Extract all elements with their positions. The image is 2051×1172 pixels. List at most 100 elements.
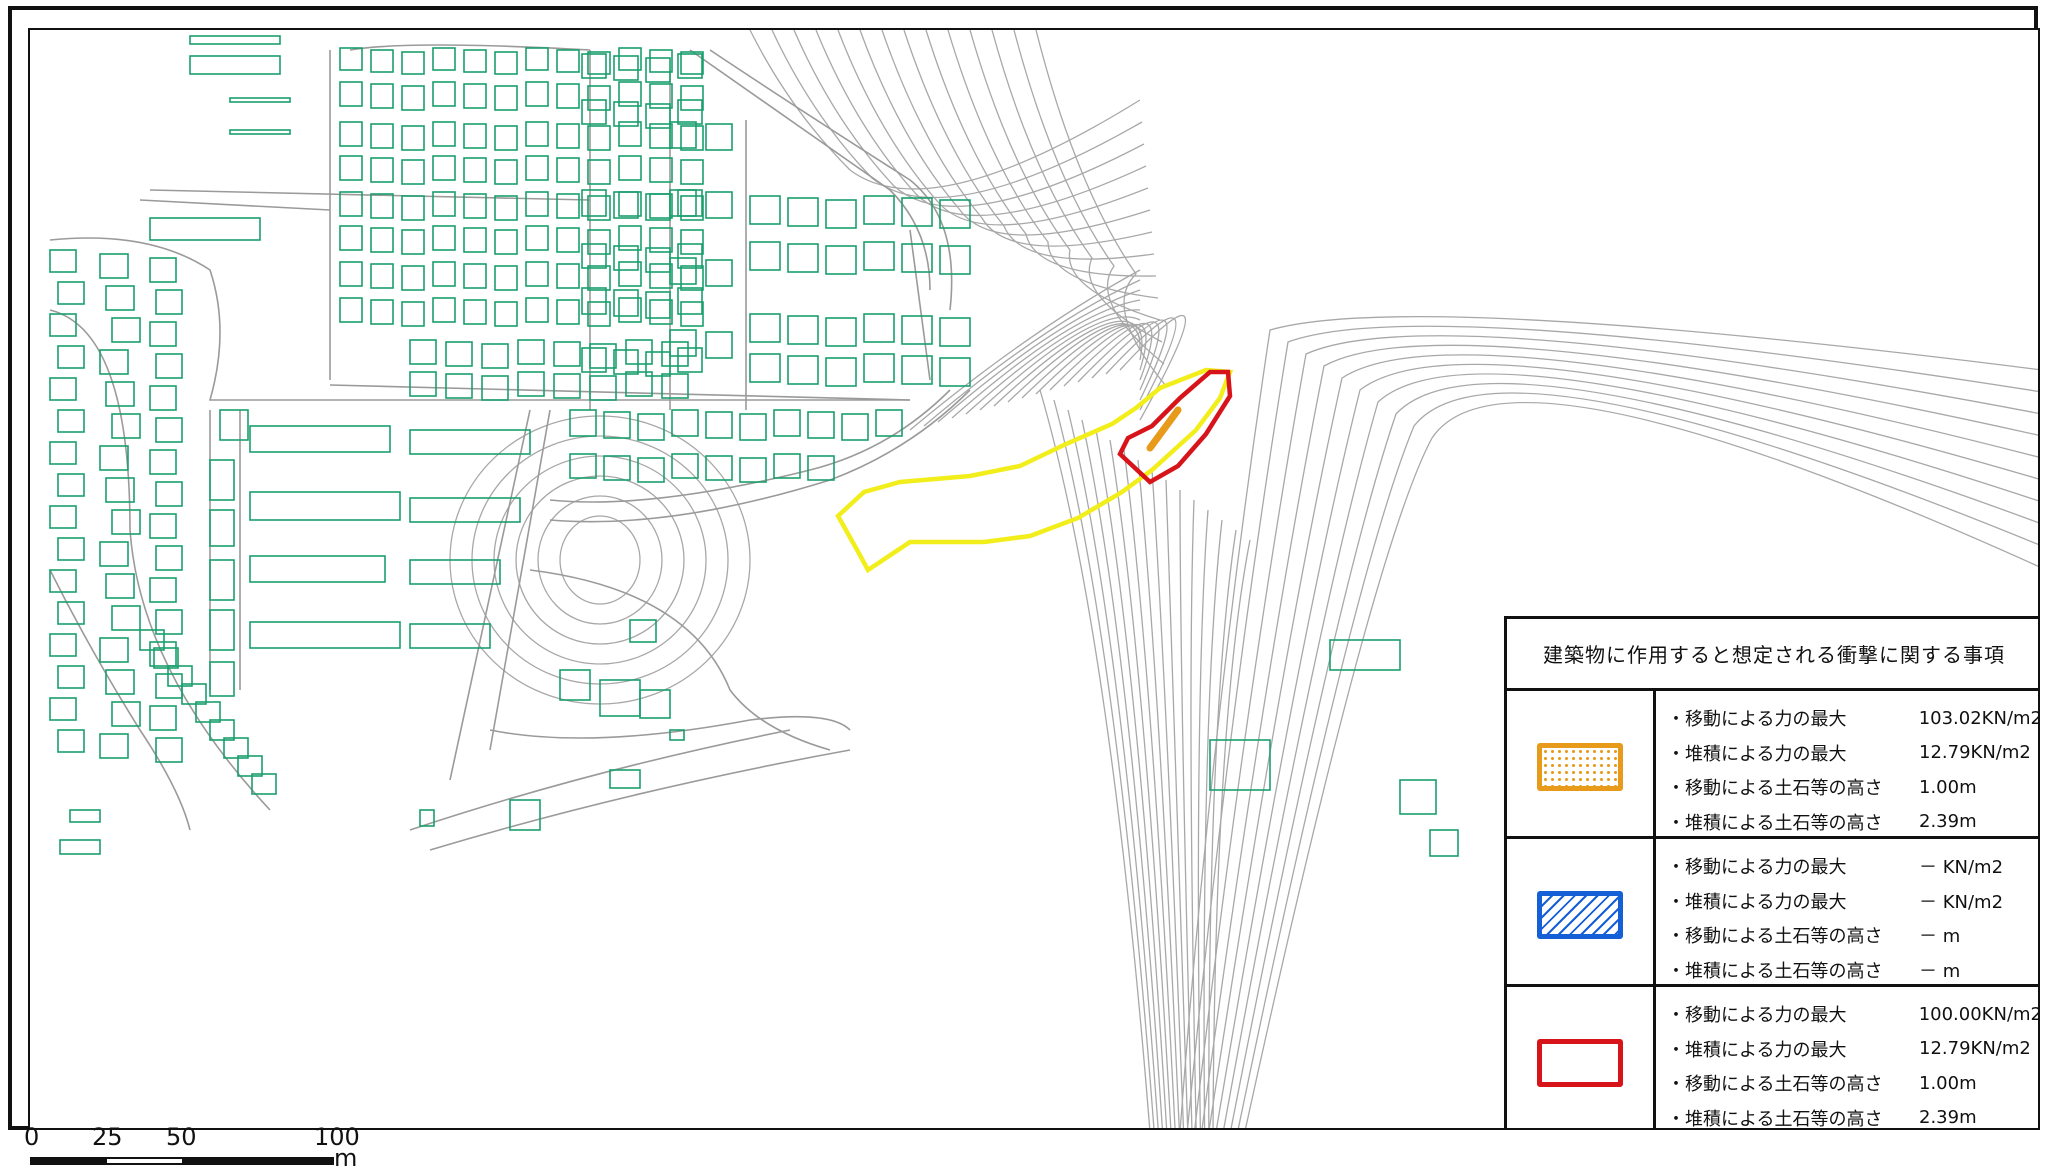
building bbox=[155, 609, 183, 635]
building bbox=[229, 129, 291, 135]
contour bbox=[471, 435, 729, 685]
building bbox=[705, 455, 733, 481]
building bbox=[249, 491, 401, 521]
building bbox=[581, 189, 607, 217]
building bbox=[1209, 739, 1271, 791]
building bbox=[370, 193, 394, 219]
road bbox=[49, 569, 191, 831]
item-value: － m bbox=[1919, 926, 1961, 948]
building bbox=[569, 409, 597, 437]
scale-tick-100: 100 bbox=[314, 1123, 360, 1151]
building bbox=[69, 809, 101, 823]
building bbox=[556, 157, 580, 183]
building bbox=[629, 619, 657, 643]
building bbox=[409, 623, 491, 649]
building bbox=[432, 225, 456, 251]
building bbox=[463, 123, 487, 149]
building bbox=[680, 85, 704, 111]
building bbox=[494, 195, 518, 221]
orange-zone-mark[interactable] bbox=[1146, 406, 1182, 452]
building bbox=[105, 477, 135, 503]
building bbox=[749, 195, 781, 225]
road bbox=[329, 44, 671, 410]
building bbox=[639, 689, 671, 719]
building bbox=[149, 449, 177, 475]
building bbox=[680, 51, 704, 75]
building bbox=[370, 227, 394, 253]
building bbox=[680, 265, 704, 291]
building bbox=[339, 191, 363, 217]
building bbox=[249, 621, 401, 649]
building bbox=[645, 291, 671, 319]
building bbox=[111, 605, 141, 631]
contour bbox=[979, 316, 1141, 411]
building bbox=[525, 47, 549, 71]
contour bbox=[1212, 539, 1251, 1128]
building bbox=[149, 385, 177, 411]
building bbox=[209, 609, 235, 651]
building bbox=[370, 123, 394, 149]
building bbox=[219, 409, 249, 441]
yellow-warning-zone[interactable] bbox=[835, 367, 1234, 574]
item-label: ・堆積による力の最大 bbox=[1667, 891, 1847, 913]
building bbox=[370, 49, 394, 73]
building bbox=[339, 47, 363, 71]
building bbox=[587, 159, 611, 185]
road bbox=[409, 729, 851, 851]
building bbox=[339, 225, 363, 251]
scale-tick-0: 0 bbox=[24, 1123, 40, 1151]
item-label: ・移動による土石等の高さ bbox=[1667, 1074, 1883, 1096]
building bbox=[181, 683, 207, 705]
building bbox=[807, 411, 835, 439]
contour bbox=[1119, 314, 1187, 421]
road bbox=[489, 715, 851, 739]
contour bbox=[1053, 399, 1155, 1128]
item-value: 100.00KN/m2 bbox=[1918, 1003, 2040, 1025]
building bbox=[863, 313, 895, 343]
building bbox=[669, 189, 697, 217]
contour bbox=[947, 30, 1159, 299]
building bbox=[649, 193, 673, 219]
red-outline-swatch bbox=[1537, 1039, 1623, 1087]
base-map[interactable] bbox=[30, 30, 2040, 1130]
building bbox=[105, 285, 135, 311]
building bbox=[49, 377, 77, 401]
building bbox=[99, 349, 129, 375]
contour bbox=[1223, 373, 2038, 1128]
red-special-warning-zone[interactable] bbox=[1117, 369, 1233, 485]
building bbox=[649, 299, 673, 325]
building bbox=[99, 253, 129, 279]
contour bbox=[903, 30, 1155, 260]
building bbox=[705, 123, 733, 151]
building bbox=[613, 55, 639, 81]
legend-item: ・移動による力の最大－ KN/m2 bbox=[1667, 849, 2038, 884]
building bbox=[787, 355, 819, 385]
building bbox=[625, 371, 653, 397]
contour bbox=[1208, 354, 2038, 1128]
contour bbox=[1197, 509, 1209, 1128]
building bbox=[494, 125, 518, 151]
building bbox=[401, 229, 425, 255]
building bbox=[1399, 779, 1437, 815]
building bbox=[189, 35, 281, 45]
building bbox=[167, 665, 193, 687]
road bbox=[49, 309, 271, 811]
building bbox=[432, 121, 456, 147]
hazard-zones[interactable] bbox=[835, 367, 1234, 574]
building bbox=[671, 453, 699, 479]
building bbox=[49, 249, 77, 273]
building bbox=[209, 509, 235, 547]
road bbox=[549, 389, 951, 503]
building bbox=[57, 537, 85, 561]
building bbox=[409, 559, 501, 585]
building bbox=[669, 121, 697, 149]
building bbox=[556, 123, 580, 149]
building bbox=[645, 103, 671, 129]
building bbox=[556, 49, 580, 73]
building bbox=[49, 569, 77, 593]
building bbox=[613, 191, 639, 219]
building bbox=[517, 339, 545, 365]
building bbox=[705, 259, 733, 287]
